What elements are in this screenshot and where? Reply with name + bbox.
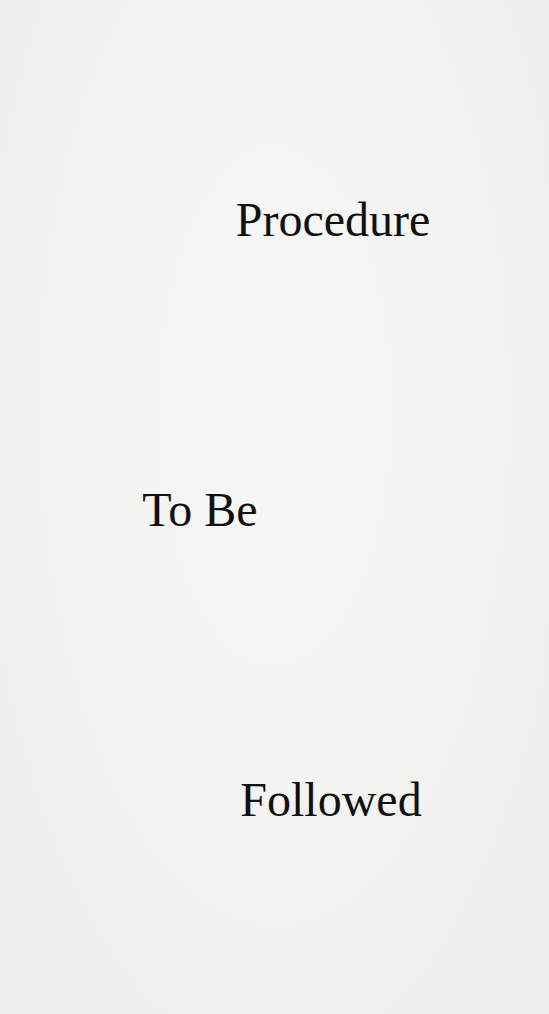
arrow-body (143, 590, 537, 1000)
arrow-body (144, 23, 542, 430)
arrow-step: Followed (138, 586, 542, 1006)
arrow-shadow (146, 594, 540, 1004)
arrow-shadow (21, 309, 321, 710)
step-label: Procedure (236, 194, 431, 247)
step-label: Followed (240, 774, 421, 827)
step-label: To Be (142, 484, 257, 537)
arrow-highlight (28, 315, 305, 680)
arrow-shadow (147, 27, 545, 434)
arrow-step: To Be (14, 300, 354, 710)
arrow-body (18, 305, 318, 706)
arrow-highlight (154, 600, 528, 991)
arrow-step: Procedure (140, 18, 546, 438)
arrow-highlight (154, 33, 533, 403)
